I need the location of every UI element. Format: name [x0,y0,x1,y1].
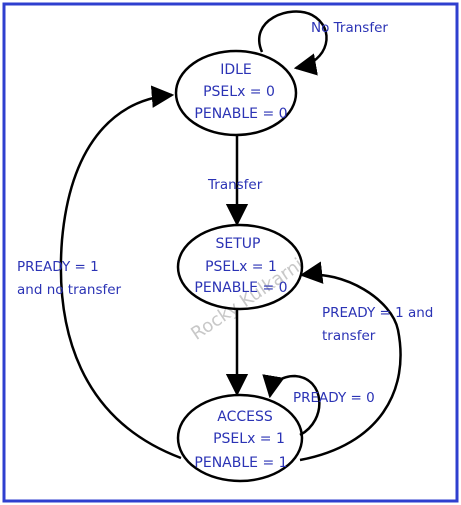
access-to-setup-arrow [299,261,402,462]
access-name: ACCESS [217,409,273,425]
access-to-setup-label-line2: transfer [322,328,376,344]
access-self-loop-label: PREADY = 0 [293,390,375,406]
access-to-idle-label-line2: and no transfer [17,282,122,298]
idle-penable: PENABLE = 0 [194,106,287,122]
state-idle-ellipse [174,49,298,137]
setup-name: SETUP [216,236,261,252]
idle-self-loop-label: No Transfer [311,20,388,36]
access-to-idle-label-line1: PREADY = 1 [17,259,99,275]
idle-psel: PSELx = 0 [203,84,275,100]
idle-self-loop-arrow [258,10,328,76]
access-psel: PSELx = 1 [213,431,285,447]
access-to-setup-label-line1: PREADY = 1 and [322,305,433,321]
setup-penable: PENABLE = 0 [194,280,287,296]
access-self-loop-arrow [262,374,321,437]
idle-name: IDLE [220,62,252,78]
access-penable: PENABLE = 1 [194,455,287,471]
access-to-idle-arrow [59,85,182,460]
setup-psel: PSELx = 1 [205,259,277,275]
idle-to-setup-label: Transfer [207,177,263,193]
